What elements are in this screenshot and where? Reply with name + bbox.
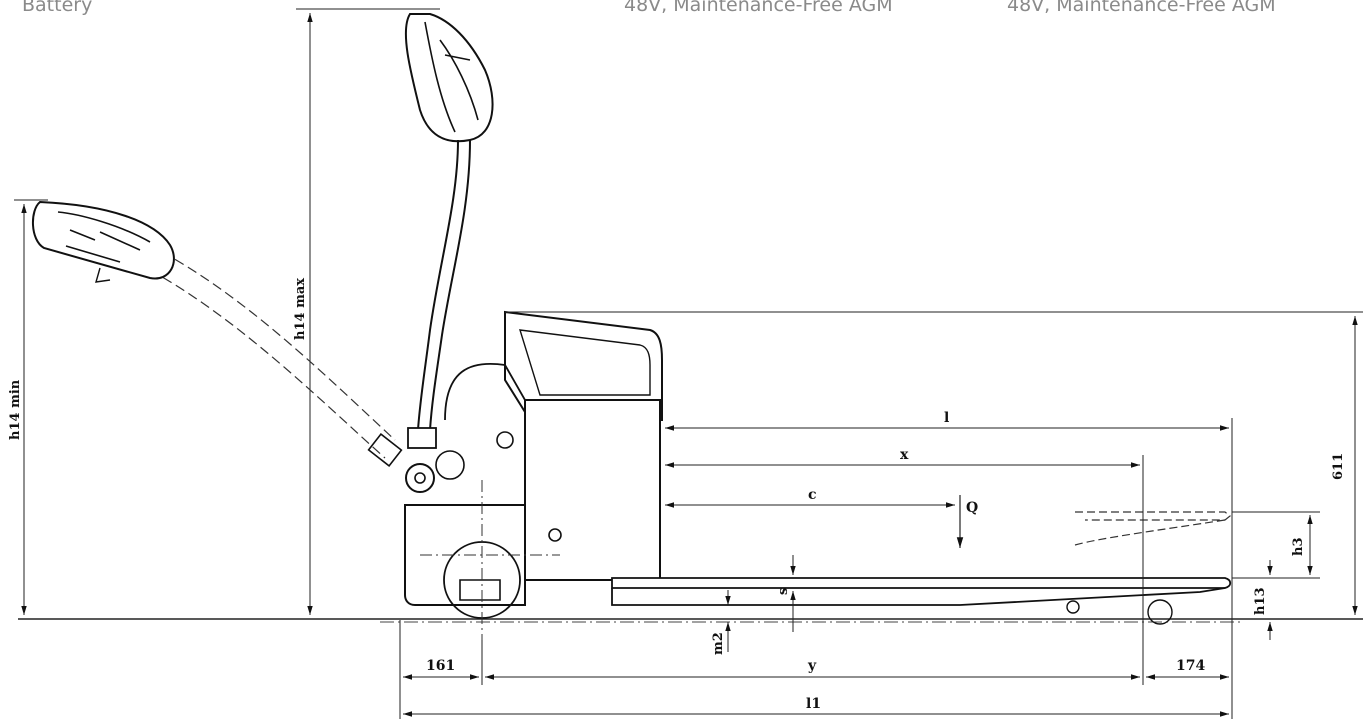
label-l1: l1	[806, 696, 821, 712]
dim-c: c Q	[665, 487, 978, 548]
label-y: y	[807, 658, 817, 674]
label-161: 161	[426, 658, 455, 674]
label-h3: h3	[1291, 538, 1306, 557]
dim-h3: h3	[1232, 511, 1320, 579]
label-611: 611	[1331, 453, 1346, 480]
label-h13: h13	[1253, 587, 1268, 615]
dim-h14-max: h14 max	[293, 8, 440, 615]
battery-label: Battery	[22, 0, 93, 16]
dim-m2: m2	[711, 590, 731, 655]
truck-body	[404, 310, 1363, 640]
label-174: 174	[1176, 658, 1205, 674]
label-h14-min: h14 min	[8, 379, 23, 440]
dim-l1: l1	[403, 696, 1229, 717]
label-s: s	[776, 588, 791, 595]
dim-h13: h13	[1253, 560, 1273, 640]
dim-s: s	[776, 555, 796, 632]
dim-x: x	[665, 447, 1144, 685]
dim-bottom-row: 161 y 174	[399, 620, 1229, 719]
battery-value-2: 48V, Maintenance-Free AGM	[1007, 0, 1276, 16]
label-c: c	[808, 487, 817, 503]
label-h14-max: h14 max	[293, 278, 308, 340]
tiller-raised	[404, 13, 494, 493]
dim-l: l	[665, 410, 1233, 719]
dim-h14-min: h14 min	[8, 199, 48, 615]
tiller-lowered	[32, 200, 403, 468]
forks	[611, 511, 1232, 625]
label-x: x	[900, 447, 909, 463]
dim-611: 611	[1331, 316, 1358, 615]
label-Q: Q	[966, 500, 978, 516]
ground-line	[18, 618, 1363, 623]
label-l: l	[944, 410, 949, 426]
label-m2: m2	[711, 632, 726, 655]
battery-value-1: 48V, Maintenance-Free AGM	[624, 0, 893, 16]
